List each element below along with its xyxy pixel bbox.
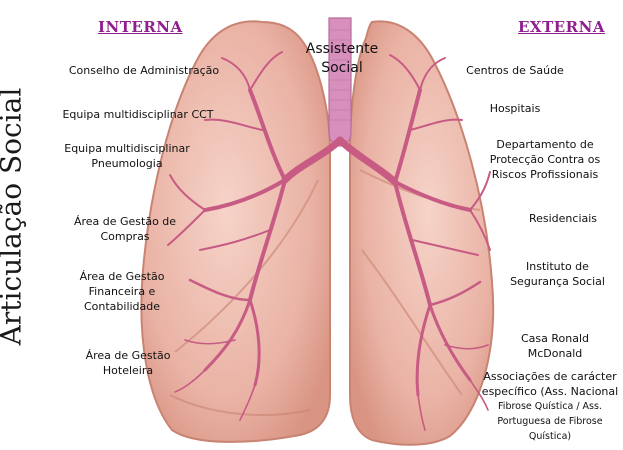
externa-item: Centros de Saúde: [455, 63, 575, 78]
interna-item-line: Equipa multidisciplinar: [52, 141, 202, 156]
externa-item: Residenciais: [513, 211, 613, 226]
externa-item-line: Fibrose Quística / Ass.: [478, 399, 622, 414]
externa-item-line: Protecção Contra os: [475, 152, 615, 167]
externa-item-line: McDonald: [505, 346, 605, 361]
interna-item-line: Hoteleira: [68, 363, 188, 378]
externa-item: Associações de carácter específico (Ass.…: [478, 369, 622, 444]
externa-item-line: Centros de Saúde: [455, 63, 575, 78]
interna-item-line: Financeira e: [62, 284, 182, 299]
interna-item-line: Conselho de Administração: [58, 63, 230, 78]
interna-item: Conselho de Administração: [58, 63, 230, 78]
interna-item: Equipa multidisciplinar Pneumologia: [52, 141, 202, 171]
externa-item-line: Segurança Social: [495, 274, 620, 289]
externa-item-line: Departamento de: [475, 137, 615, 152]
center-label-line2: Social: [302, 59, 382, 78]
externa-item-line: Hospitais: [470, 101, 560, 116]
vertical-title: Articulação Social: [0, 52, 28, 382]
interna-item-line: Área de Gestão de: [55, 214, 195, 229]
externa-item-line: Residenciais: [513, 211, 613, 226]
interna-item: Área de Gestão de Compras: [55, 214, 195, 244]
interna-item: Área de Gestão Financeira e Contabilidad…: [62, 269, 182, 314]
trachea: [329, 18, 351, 146]
interna-item-line: Pneumologia: [52, 156, 202, 171]
interna-item-line: Compras: [55, 229, 195, 244]
interna-item-line: Equipa multidisciplinar CCT: [52, 107, 224, 122]
externa-item-line: Casa Ronald: [505, 331, 605, 346]
interna-item-line: Área de Gestão: [62, 269, 182, 284]
externa-item: Departamento de Protecção Contra os Risc…: [475, 137, 615, 182]
interna-title: INTERNA: [98, 18, 183, 36]
externa-item: Casa Ronald McDonald: [505, 331, 605, 361]
externa-item: Hospitais: [470, 101, 560, 116]
externa-item-line: Associações de carácter: [478, 369, 622, 384]
externa-item-line: Quística): [478, 429, 622, 444]
externa-item-line: específico (Ass. Nacional: [478, 384, 622, 399]
interna-item-line: Área de Gestão: [68, 348, 188, 363]
externa-item-line: Instituto de: [495, 259, 620, 274]
interna-item: Área de Gestão Hoteleira: [68, 348, 188, 378]
center-label-line1: Assistente: [302, 40, 382, 59]
externa-item-line: Riscos Profissionais: [475, 167, 615, 182]
interna-item: Equipa multidisciplinar CCT: [52, 107, 224, 122]
interna-item-line: Contabilidade: [62, 299, 182, 314]
externa-item: Instituto de Segurança Social: [495, 259, 620, 289]
externa-title: EXTERNA: [518, 18, 605, 36]
externa-item-line: Portuguesa de Fibrose: [478, 414, 622, 429]
assistente-social-label: Assistente Social: [302, 40, 382, 78]
